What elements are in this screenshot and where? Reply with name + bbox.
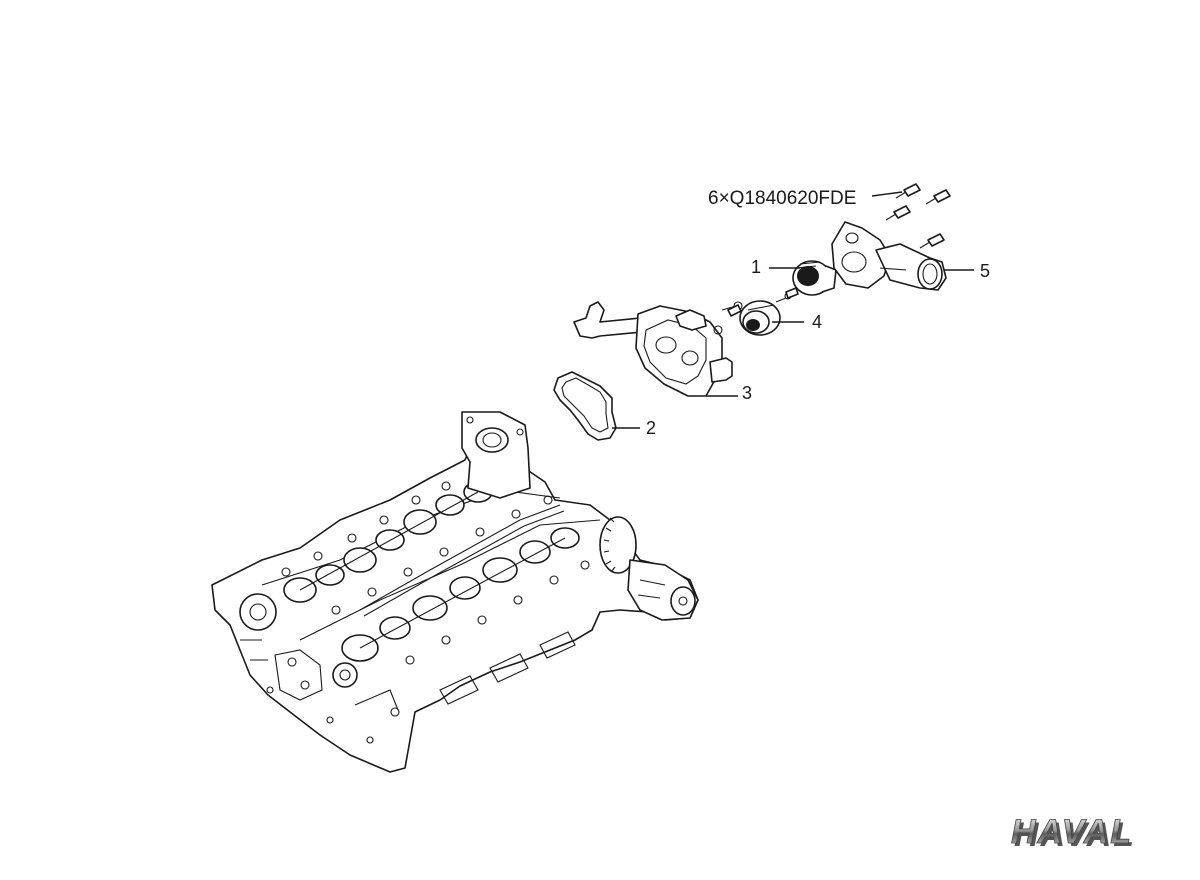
cam-phaser-actuator (599, 516, 699, 621)
cylinder-head-assembly (211, 411, 699, 773)
haval-logo-text: HAVAL (1011, 813, 1133, 851)
bolt-icon (925, 189, 951, 205)
callout-5: 5 (980, 261, 990, 281)
fastener-part-number: 6×Q1840620FDE (708, 188, 856, 209)
haval-logo-shadow: HAVAL (1014, 816, 1136, 854)
leader-lines (612, 191, 974, 429)
rear-water-outlet (461, 411, 531, 499)
bolt-icon (727, 304, 742, 317)
bolt-icon (919, 233, 945, 249)
part-4-thermostat (739, 292, 792, 336)
part-3-thermostat-housing (573, 301, 743, 397)
part-1-thermostat (792, 260, 837, 296)
exhaust-camshaft (341, 527, 580, 662)
callout-3: 3 (742, 383, 752, 403)
bolt-icon (895, 183, 921, 199)
intake-camshaft (283, 481, 493, 603)
callout-4: 4 (812, 312, 822, 332)
bolt-icon (885, 205, 911, 221)
cam-cap-bolts (281, 481, 590, 665)
callout-2: 2 (646, 418, 656, 438)
part-2-gasket (553, 371, 617, 441)
fastener-bolts (727, 183, 951, 317)
haval-logo: HAVAL HAVAL (1011, 813, 1136, 854)
bolt-icon (785, 287, 799, 299)
part-5-water-outlet-housing (831, 221, 947, 291)
callout-1: 1 (751, 257, 761, 277)
